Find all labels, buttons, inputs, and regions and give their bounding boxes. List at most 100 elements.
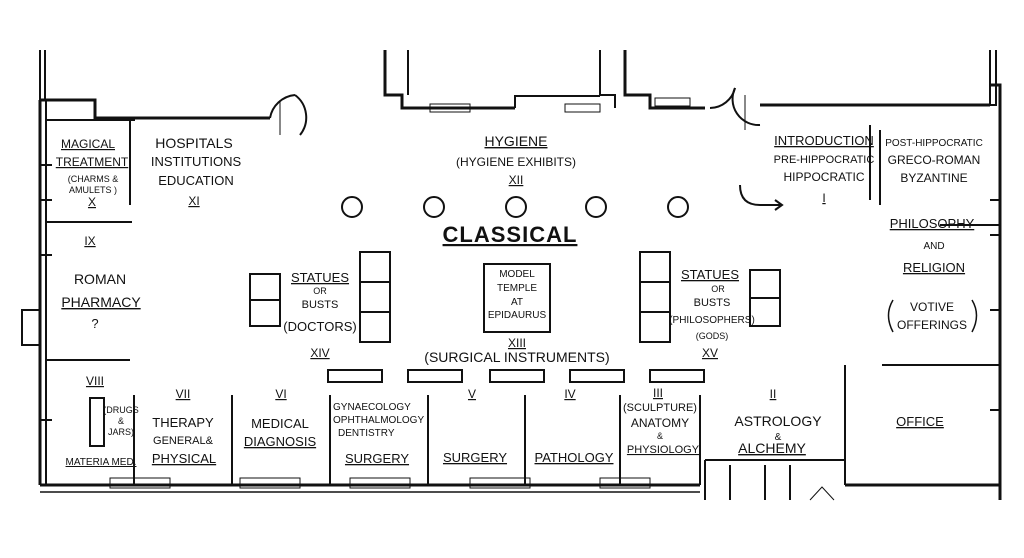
room-vii-line1: THERAPY bbox=[152, 415, 214, 430]
paren-left bbox=[887, 299, 894, 333]
column bbox=[423, 196, 445, 218]
room-x-line1: MAGICAL bbox=[61, 137, 115, 151]
room-viii: VIII (DRUGS & JARS) MATERIA MED. bbox=[66, 374, 139, 468]
room-v: V SURGERY bbox=[443, 387, 507, 465]
room-x-line3: (CHARMS & bbox=[68, 174, 119, 184]
room-viii-line1: (DRUGS bbox=[103, 405, 139, 415]
room-ix-line3: ? bbox=[91, 316, 98, 331]
room-xiii-numeral: XIII bbox=[508, 336, 526, 350]
gyn-line3: DENTISTRY bbox=[338, 428, 395, 439]
room-philosophy: PHILOSOPHY AND RELIGION VOTIVE OFFERINGS bbox=[887, 216, 978, 333]
room-i-numeral: I bbox=[822, 191, 825, 205]
room-xiii-line2: TEMPLE bbox=[497, 283, 537, 294]
diagram-title: CLASSICAL bbox=[443, 222, 578, 247]
room-xv-line2: OR bbox=[711, 284, 725, 294]
room-iii-line2: ANATOMY bbox=[631, 416, 689, 430]
room-iii-line1: (SCULPTURE) bbox=[623, 402, 697, 414]
room-x-line2: TREATMENT bbox=[56, 155, 129, 169]
byz-line3: BYZANTINE bbox=[900, 171, 967, 185]
display-cases bbox=[89, 251, 781, 447]
room-xiii-line3: AT bbox=[511, 297, 523, 308]
room-ii-line1: ASTROLOGY bbox=[734, 413, 822, 429]
phil-offerings: OFFERINGS bbox=[897, 318, 967, 332]
room-byzantine: POST-HIPPOCRATIC GRECO-ROMAN BYZANTINE bbox=[885, 138, 983, 185]
room-viii-numeral: VIII bbox=[86, 374, 104, 388]
room-xi-line2: INSTITUTIONS bbox=[151, 154, 242, 169]
walls bbox=[21, 50, 1002, 501]
byz-line1: POST-HIPPOCRATIC bbox=[885, 138, 983, 149]
column bbox=[667, 196, 689, 218]
room-xv-numeral: XV bbox=[702, 346, 718, 360]
room-x-numeral: X bbox=[88, 195, 96, 209]
room-xiv-numeral: XIV bbox=[310, 346, 329, 360]
room-xi-line3: EDUCATION bbox=[158, 173, 234, 188]
room-xiii-line1: MODEL bbox=[499, 269, 535, 280]
room-iii-line4: PHYSIOLOGY bbox=[627, 444, 700, 456]
column bbox=[505, 196, 527, 218]
column bbox=[585, 196, 607, 218]
room-v-line1: SURGERY bbox=[443, 450, 507, 465]
room-xv-line1: STATUES bbox=[681, 267, 739, 282]
room-xv-line3: BUSTS bbox=[694, 297, 731, 309]
room-xii-line1: HYGIENE bbox=[484, 133, 547, 149]
byz-line2: GRECO-ROMAN bbox=[888, 153, 981, 167]
room-ii: II ASTROLOGY & ALCHEMY bbox=[734, 387, 822, 456]
phil-line2: AND bbox=[923, 241, 944, 252]
room-vi-line1: MEDICAL bbox=[251, 416, 309, 431]
room-ix-numeral: IX bbox=[84, 234, 95, 248]
room-iii: III (SCULPTURE) ANATOMY & PHYSIOLOGY bbox=[623, 386, 700, 456]
room-ix-line1: ROMAN bbox=[74, 271, 126, 287]
gyn-line4: SURGERY bbox=[345, 451, 409, 466]
phil-line1: PHILOSOPHY bbox=[890, 216, 975, 231]
room-xiv-line2: OR bbox=[313, 286, 327, 296]
room-ii-line2: & bbox=[775, 432, 782, 443]
room-ii-line3: ALCHEMY bbox=[738, 440, 806, 456]
room-iv: IV PATHOLOGY bbox=[535, 387, 614, 465]
room-xii-line2: (HYGIENE EXHIBITS) bbox=[456, 155, 576, 169]
room-gynaecology: GYNAECOLOGY OPHTHALMOLOGY DENTISTRY SURG… bbox=[333, 402, 424, 466]
room-vii-numeral: VII bbox=[176, 387, 191, 401]
room-xii-numeral: XII bbox=[509, 173, 524, 187]
room-ii-numeral: II bbox=[770, 387, 777, 401]
room-xiii-line4: EPIDAURUS bbox=[488, 310, 547, 321]
room-xiv: STATUES OR BUSTS (DOCTORS) XIV bbox=[283, 270, 356, 360]
room-xv: STATUES OR BUSTS (PHILOSOPHERS) (GODS) X… bbox=[669, 267, 755, 360]
gyn-line2: OPHTHALMOLOGY bbox=[333, 415, 424, 426]
columns bbox=[341, 196, 689, 218]
room-vi: VI MEDICAL DIAGNOSIS bbox=[244, 387, 317, 449]
room-xiv-line3: BUSTS bbox=[302, 299, 339, 311]
room-xiv-line4: (DOCTORS) bbox=[283, 319, 356, 334]
temple-model-case bbox=[483, 263, 551, 333]
room-xi-line1: HOSPITALS bbox=[155, 135, 233, 151]
room-xiii-instruments: (SURGICAL INSTRUMENTS) bbox=[424, 349, 609, 365]
room-xv-line5: (GODS) bbox=[696, 331, 729, 341]
room-xiv-line1: STATUES bbox=[291, 270, 349, 285]
room-x: MAGICAL TREATMENT (CHARMS & AMULETS ) X bbox=[56, 137, 129, 209]
room-vii: VII THERAPY GENERAL& PHYSICAL bbox=[152, 387, 216, 466]
room-xii: HYGIENE (HYGIENE EXHIBITS) XII bbox=[456, 133, 576, 187]
room-i: INTRODUCTION PRE-HIPPOCRATIC HIPPOCRATIC… bbox=[774, 133, 875, 205]
room-iii-line3: & bbox=[657, 431, 663, 441]
room-viii-line4: MATERIA MED. bbox=[66, 457, 137, 468]
room-v-numeral: V bbox=[468, 387, 476, 401]
drug-jar-case bbox=[89, 397, 105, 447]
office-label: OFFICE bbox=[896, 414, 944, 429]
room-xi: HOSPITALS INSTITUTIONS EDUCATION XI bbox=[151, 135, 242, 208]
phil-line3: RELIGION bbox=[903, 260, 965, 275]
room-vii-line3: PHYSICAL bbox=[152, 451, 216, 466]
room-vi-numeral: VI bbox=[275, 387, 286, 401]
room-vi-line2: DIAGNOSIS bbox=[244, 434, 317, 449]
phil-votive: VOTIVE bbox=[910, 300, 954, 314]
room-x-line4: AMULETS ) bbox=[69, 185, 117, 195]
room-iv-numeral: IV bbox=[564, 387, 575, 401]
room-viii-line2: & bbox=[118, 416, 124, 426]
room-iii-numeral: III bbox=[653, 386, 663, 400]
room-viii-line3: JARS) bbox=[108, 427, 134, 437]
room-vii-line2: GENERAL& bbox=[153, 435, 214, 447]
paren-right bbox=[971, 299, 978, 333]
room-i-title: INTRODUCTION bbox=[774, 133, 874, 148]
gyn-line1: GYNAECOLOGY bbox=[333, 402, 411, 413]
column bbox=[341, 196, 363, 218]
room-ix-line2: PHARMACY bbox=[61, 294, 141, 310]
